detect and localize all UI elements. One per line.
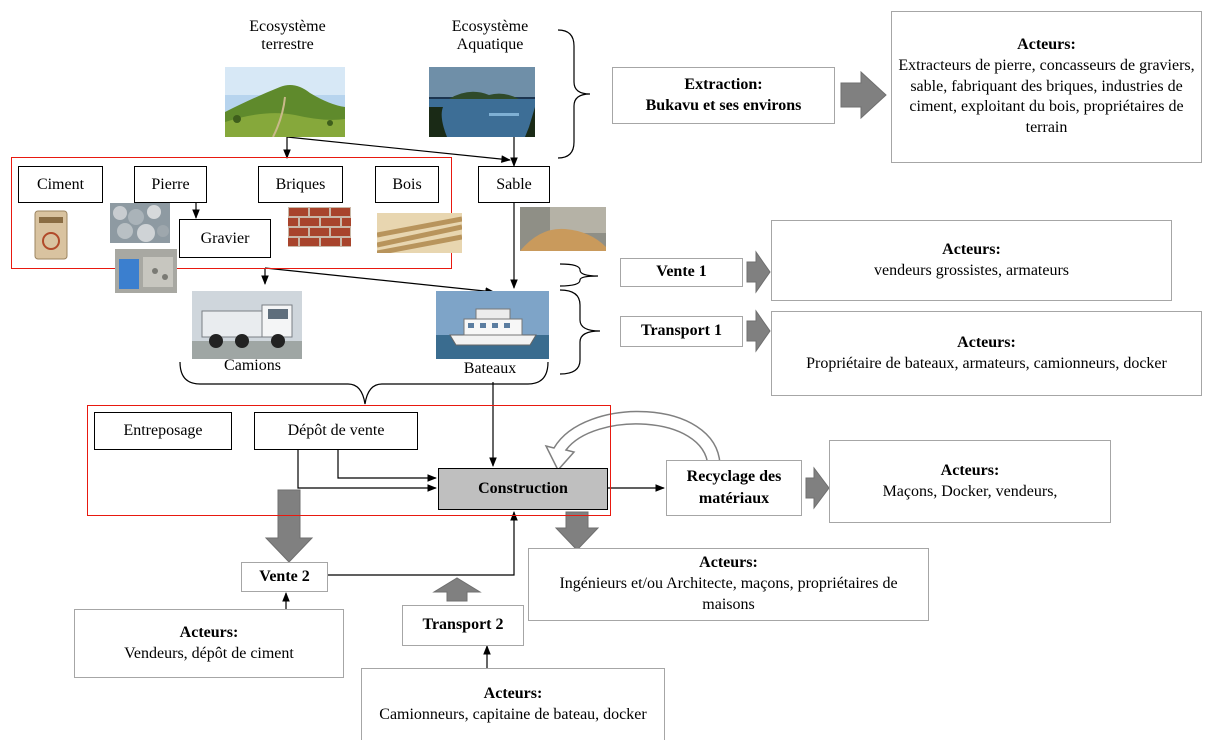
recycle-curved-arrow [544,410,721,472]
block-arrow-vente2 [264,489,314,563]
actors-vente2-title: Acteurs: [179,623,239,641]
camion-truck-image [192,291,302,359]
stage-transport1: Transport 1 [620,316,743,347]
brace-extraction [557,29,591,159]
sable-pile-image [520,207,606,251]
brace-transport1 [559,289,601,375]
material-briques: Briques [258,166,343,203]
briques-wall-image [288,207,351,247]
material-gravier: Gravier [179,219,271,258]
bateau-boat-image [436,291,549,359]
actors-construction-title: Acteurs: [699,554,758,572]
actors-transport2-box: Acteurs: Camionneurs, capitaine de batea… [361,668,665,740]
stage-construction: Construction [438,468,608,510]
stage-vente2: Vente 2 [241,562,328,592]
arrow-materials-to-bateaux [264,267,495,295]
arrow-vente2-to-construction [328,511,518,576]
label-bateaux: Bateaux [463,360,517,377]
actors-transport1-box: Acteurs: Propriétaire de bateaux, armate… [771,311,1202,396]
bois-planks-image [377,213,462,253]
actors-extraction-title: Acteurs: [1017,36,1076,53]
block-arrow-transport1 [746,309,771,353]
actors-recyclage-text: Maçons, Docker, vendeurs, [882,482,1058,500]
block-arrow-extraction [840,70,887,120]
actors-transport1-title: Acteurs: [957,333,1016,351]
actors-transport2-text: Camionneurs, capitaine de bateau, docker [379,705,647,723]
actors-vente1-title: Acteurs: [942,240,1001,258]
arrow-entreposage-to-construction [297,450,437,492]
terrestre-landscape-image [225,67,345,137]
ciment-bag-image [34,210,68,260]
actors-transport1-text: Propriétaire de bateaux, armateurs, cami… [806,354,1167,372]
storage-depot-de-vente: Dépôt de vente [254,412,418,450]
arrow-terrestre-to-sable [286,136,511,163]
actors-vente2-text: Vendeurs, dépôt de ciment [124,644,294,662]
actors-vente2-box: Acteurs: Vendeurs, dépôt de ciment [74,609,344,678]
pierre-stones-image [110,203,170,243]
storage-entreposage: Entreposage [94,412,232,450]
material-pierre: Pierre [134,166,207,203]
label-ecosysteme-terrestre: Ecosystème terrestre [249,18,326,54]
label-camions: Camions [224,357,281,374]
actors-extraction-text: Extracteurs de pierre, concasseurs de gr… [898,56,1195,137]
actors-recyclage-box: Acteurs: Maçons, Docker, vendeurs, [829,440,1111,523]
stage-transport2: Transport 2 [402,605,524,646]
label-ecosysteme-aquatique: Ecosystème Aquatique [451,18,529,54]
material-sable: Sable [478,166,550,203]
block-arrow-vente1 [746,250,771,294]
arrow-depot-to-construction [337,450,437,482]
actors-transport2-title: Acteurs: [483,684,543,702]
aquatique-lake-image [429,67,535,137]
actors-vente1-box: Acteurs: vendeurs grossistes, armateurs [771,220,1172,301]
actors-construction-box: Acteurs: Ingénieurs et/ou Architecte, ma… [528,548,929,621]
construction-frame [87,405,611,516]
material-bois: Bois [375,166,439,203]
block-arrow-construction-actors [554,511,600,551]
actors-vente1-text: vendeurs grossistes, armateurs [873,261,1070,279]
actors-construction-text: Ingénieurs et/ou Architecte, maçons, pro… [559,575,898,613]
actors-recyclage-title: Acteurs: [940,461,1000,479]
stage-recyclage: Recyclage des matériaux [666,460,802,516]
stage-vente1: Vente 1 [620,258,743,287]
stage-extraction: Extraction: Bukavu et ses environs [612,67,835,124]
block-arrow-transport2 [432,577,482,602]
block-arrow-recyclage [805,466,830,510]
material-ciment: Ciment [18,166,103,203]
actors-extraction-box: Acteurs: Extracteurs de pierre, concasse… [891,11,1202,163]
gravier-bucket-image [115,249,177,293]
brace-transport-group [179,361,549,405]
brace-vente1 [559,263,599,287]
